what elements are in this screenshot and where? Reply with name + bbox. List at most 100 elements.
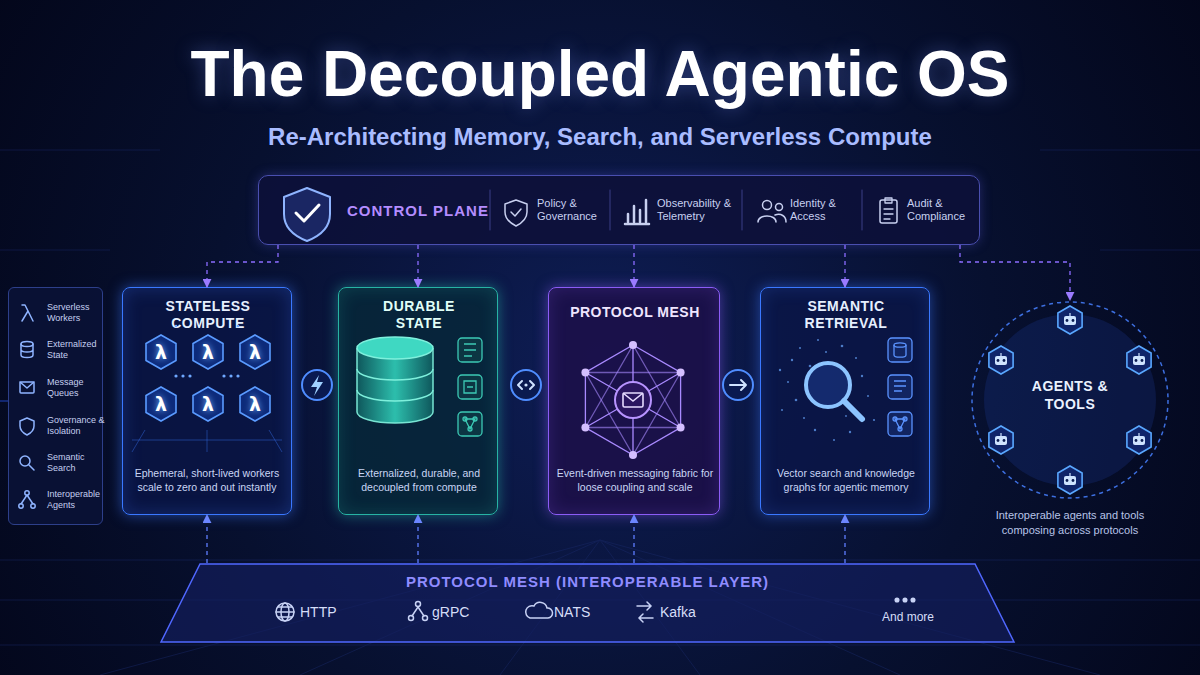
state-side-icons [458,338,482,436]
sidebar-icons [20,382,34,393]
agent-robots [1058,306,1082,334]
vector-cloud [855,357,857,359]
mesh-network [623,393,643,407]
state-side-icons [464,344,476,356]
vector-cloud [814,429,816,431]
vector-cloud [825,351,827,353]
band-icons [416,602,421,607]
vector-cloud [779,369,781,371]
band-icons [526,602,553,618]
band-icons [276,598,915,622]
retrieval-side-icons [888,412,912,436]
retrieval-side-icons [888,338,912,436]
agents-note: Interoperable agents and tools composing… [984,508,1156,538]
agent-robots [1127,346,1151,374]
control-plane-icons [763,201,772,210]
connector [930,383,973,387]
box-heading: SEMANTIC RETRIEVAL [791,298,901,332]
mesh-network [615,382,651,418]
vector-cloud [817,339,819,341]
control-plane-icons [775,214,786,222]
mesh-network [585,373,680,456]
band-icons [409,616,414,621]
control-item: Audit & Compliance [907,197,973,223]
sidebar-icons [21,344,33,358]
control-item: Identity & Access [790,197,850,223]
lambda-hexagon: λ [143,386,179,422]
mesh-network [629,341,637,349]
state-side-icons [464,381,476,393]
sidebar-item: Semantic Search [47,452,105,474]
vector-cloud [809,365,812,368]
vector-cloud [845,415,847,417]
lambda-glyph: λ [190,334,226,370]
vector-cloud [867,395,869,397]
lambda-hexagon: λ [190,386,226,422]
sidebar-item: Interoperable Agents [47,489,105,511]
connector-badges [311,375,323,396]
magnifier-icon [844,401,862,419]
box-description: Externalized, durable, and decoupled fro… [343,466,495,494]
agent-robots [1127,426,1151,454]
box-heading: STATELESS COMPUTE [143,298,273,332]
band-icons [276,607,294,617]
sidebar-item: Externalized State [47,339,105,361]
compute-dots [222,374,225,377]
capability-sidebar: Serverless WorkersExternalized StateMess… [8,287,103,525]
control-plane-icons [490,190,862,230]
circle-outline [972,302,1168,498]
connector-badges [511,370,541,400]
retrieval-side-icons [895,419,905,429]
band-icons [637,602,653,622]
lambda-glyph: λ [143,386,179,422]
grid-lines [0,150,1200,250]
vector-cloud [873,419,875,421]
compute-dots [236,374,239,377]
mesh-network [581,341,684,459]
compute-dots [175,325,178,328]
mesh-network [585,345,680,455]
connector [633,515,634,563]
box-description: Event-driven messaging fabric for loose … [553,466,717,494]
band-icons [895,598,899,602]
sidebar-icons [19,305,35,508]
control-plane-icons [884,198,893,219]
box-description: Ephemeral, short-lived workers scale to … [129,466,285,494]
band-heading: CONTROL PLANE [347,202,497,220]
control-plane-icons [296,205,319,221]
box-heading: PROTOCOL MESH [555,304,715,321]
connector [103,400,122,403]
control-plane-icons [284,188,897,241]
band-icons [276,603,294,621]
connector-badges [723,370,753,400]
vector-cloud [799,347,801,349]
mesh-network [677,369,685,377]
band-heading: PROTOCOL MESH (INTEROPERABLE LAYER) [160,573,1015,591]
magnifier-icon [806,363,862,419]
sidebar-icons [29,465,34,470]
lambda-glyph: λ [237,334,273,370]
circle-heading: AGENTS & TOOLS [1020,377,1120,413]
mesh-network [585,345,680,428]
lambda-hexagon: λ [190,334,226,370]
lambda-hexagon: λ [143,334,179,370]
connector-badges [730,380,746,390]
lambda-hexagon: λ [237,334,273,370]
sidebar-icons [21,342,33,347]
connector [417,245,418,287]
control-plane-icons [776,204,783,211]
connector [844,515,845,563]
control-plane-icons [284,188,330,241]
sidebar-icons [20,418,34,435]
retrieval-side-icons [894,343,906,347]
vector-cloud [849,431,851,433]
box-description: Vector search and knowledge graphs for a… [767,466,925,494]
agent-robots [989,306,1151,494]
mesh-network [585,345,680,455]
sidebar-icons [22,305,33,321]
connector-badges [302,370,332,400]
sidebar-item: Message Queues [47,377,105,399]
mesh-network [581,369,589,377]
database-icon [357,337,433,423]
